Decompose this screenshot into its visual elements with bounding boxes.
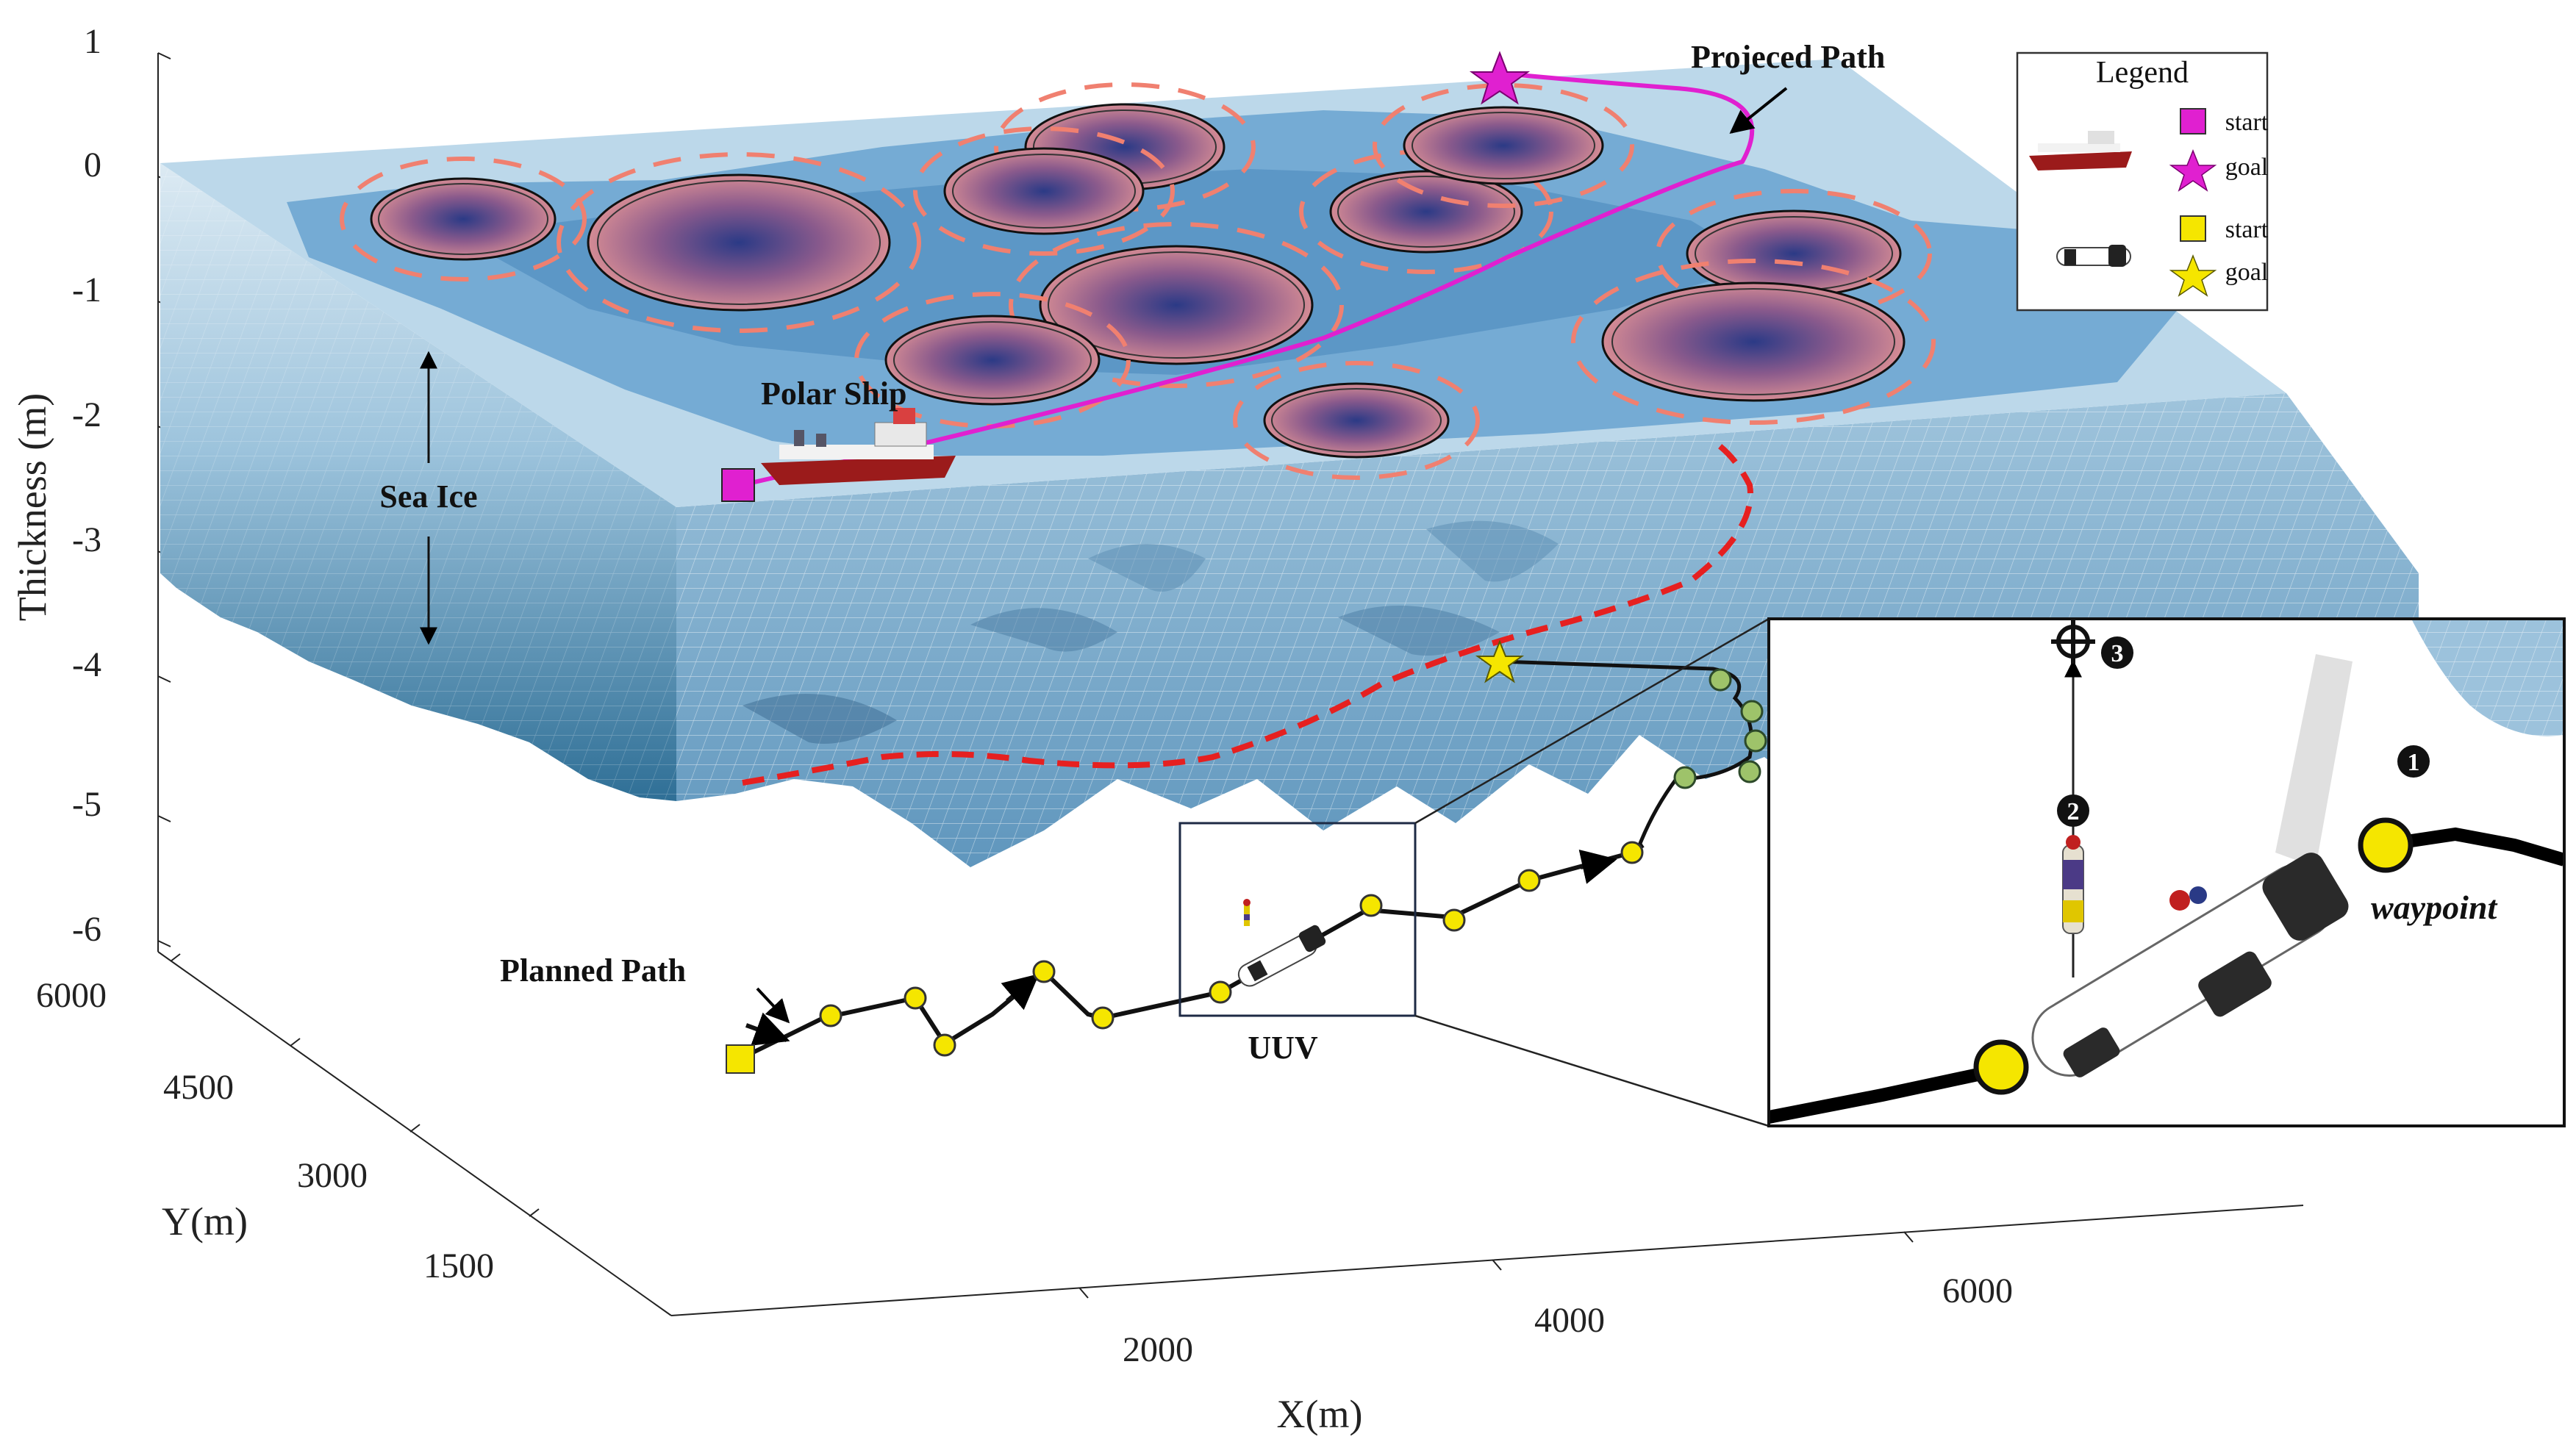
svg-text:1: 1 — [2408, 749, 2420, 776]
waypoint-marker — [1359, 894, 1383, 917]
waypoint-marker — [1517, 869, 1541, 892]
uuv-goal-star — [1475, 639, 1525, 684]
legend-ship-icon — [2029, 131, 2132, 171]
waypoint-marker — [904, 986, 927, 1010]
zoom-inset: 1 2 3 waypoint — [1767, 617, 2566, 1127]
ice-edge-dashed-path — [742, 438, 1753, 786]
ship-goal-star — [1469, 51, 1531, 105]
z-axis-label: Thickness (m) — [10, 393, 54, 621]
z-tick-label: 1 — [84, 22, 101, 61]
z-tick-label: -1 — [72, 270, 101, 309]
waypoint-marker — [1442, 908, 1466, 932]
legend-ship-goal-label: goal — [2225, 154, 2269, 181]
callout-2: 2 — [2057, 794, 2089, 827]
svg-text:2: 2 — [2067, 798, 2080, 825]
x-tick-label: 6000 — [1942, 1271, 2013, 1310]
legend: Legend start goal start goal — [2016, 51, 2269, 312]
y-axis-label: Y(m) — [162, 1199, 248, 1244]
waypoint-marker — [1091, 1006, 1115, 1030]
planned-path-label: Planned Path — [500, 952, 686, 989]
ice-obstacle — [1571, 259, 1936, 425]
y-tick-label: 4500 — [163, 1068, 234, 1107]
x-tick-label: 4000 — [1534, 1301, 1605, 1340]
planned-path-waypoints — [819, 841, 1644, 1057]
waypoint-label: waypoint — [2371, 889, 2497, 926]
z-tick-label: -6 — [72, 910, 101, 949]
ice-obstacle — [1233, 361, 1480, 480]
y-axis-tick-labels: 6000 4500 3000 1500 — [36, 976, 494, 1285]
y-axis-ticks — [170, 953, 540, 1217]
buoy-zoom-icon — [2062, 835, 2084, 934]
y-tick-label: 3000 — [297, 1156, 368, 1195]
ship-start-marker — [721, 468, 755, 502]
waypoint-marker — [933, 1033, 956, 1057]
uuv-zoom-icon — [2031, 853, 2349, 1077]
svg-text:3: 3 — [2111, 640, 2124, 667]
waypoint-marker — [1032, 960, 1056, 983]
callout-3: 3 — [2101, 636, 2133, 669]
planned-path-label-arrow — [756, 987, 790, 1024]
uuv-icon — [1237, 845, 1353, 987]
legend-uuv-goal-label: goal — [2225, 259, 2269, 286]
y-tick-label: 6000 — [36, 976, 107, 1015]
uuv-upper-path — [1499, 659, 1753, 846]
legend-ship-start-label: start — [2225, 109, 2269, 136]
waypoint-marker — [1620, 841, 1644, 864]
x-axis-tick-labels: 2000 4000 6000 — [1123, 1271, 2013, 1369]
ice-obstacle — [557, 152, 921, 333]
z-tick-label: -2 — [72, 395, 101, 434]
legend-title: Legend — [2096, 56, 2189, 90]
waypoint-marker — [819, 1004, 842, 1027]
buoy-icon — [1243, 899, 1251, 926]
z-axis-tick-labels: 1 0 -1 -2 -3 -4 -5 -6 — [72, 22, 101, 949]
target-icon — [2051, 620, 2095, 664]
y-tick-label: 1500 — [423, 1246, 494, 1285]
ice-obstacle — [1373, 83, 1634, 208]
projected-path-line — [734, 71, 1755, 489]
ship-icon — [761, 408, 956, 485]
projected-path-label: Projeced Path — [1691, 39, 1885, 75]
ice-obstacle — [913, 126, 1175, 256]
zoom-waypoint-marker — [1973, 1039, 2029, 1095]
x-axis-ticks — [1078, 1231, 1914, 1299]
x-tick-label: 2000 — [1123, 1330, 1193, 1369]
planned-path-arrows — [745, 849, 1617, 1046]
waypoint-marker — [1209, 980, 1232, 1004]
polar-ship-label: Polar Ship — [761, 376, 906, 412]
legend-uuv-start-label: start — [2225, 216, 2269, 243]
axes-frame — [157, 53, 2304, 1316]
projected-path-arrow — [1729, 87, 1788, 134]
zoom-source-box — [1178, 822, 1417, 1017]
uuv-waypoints-upper — [1673, 668, 1767, 789]
legend-uuv-goal-star — [2169, 254, 2217, 297]
ice-obstacle — [340, 157, 587, 281]
planned-path-line — [740, 843, 1645, 1061]
sea-ice-label: Sea Ice — [379, 478, 477, 514]
z-tick-label: 0 — [84, 146, 101, 184]
callout-1: 1 — [2397, 745, 2430, 778]
zoom-waypoint-marker — [2358, 817, 2414, 873]
z-tick-label: -5 — [72, 785, 101, 824]
legend-uuv-start-marker — [2180, 215, 2206, 242]
legend-ship-goal-star — [2169, 148, 2217, 192]
x-axis-label: X(m) — [1277, 1392, 1363, 1436]
uuv-start-marker — [726, 1044, 755, 1074]
ice-obstacle — [1009, 222, 1344, 388]
legend-uuv-icon — [2056, 245, 2131, 267]
z-tick-label: -3 — [72, 520, 101, 559]
legend-ship-start-marker — [2180, 108, 2206, 134]
z-tick-label: -4 — [72, 645, 101, 684]
uuv-label: UUV — [1248, 1030, 1318, 1066]
